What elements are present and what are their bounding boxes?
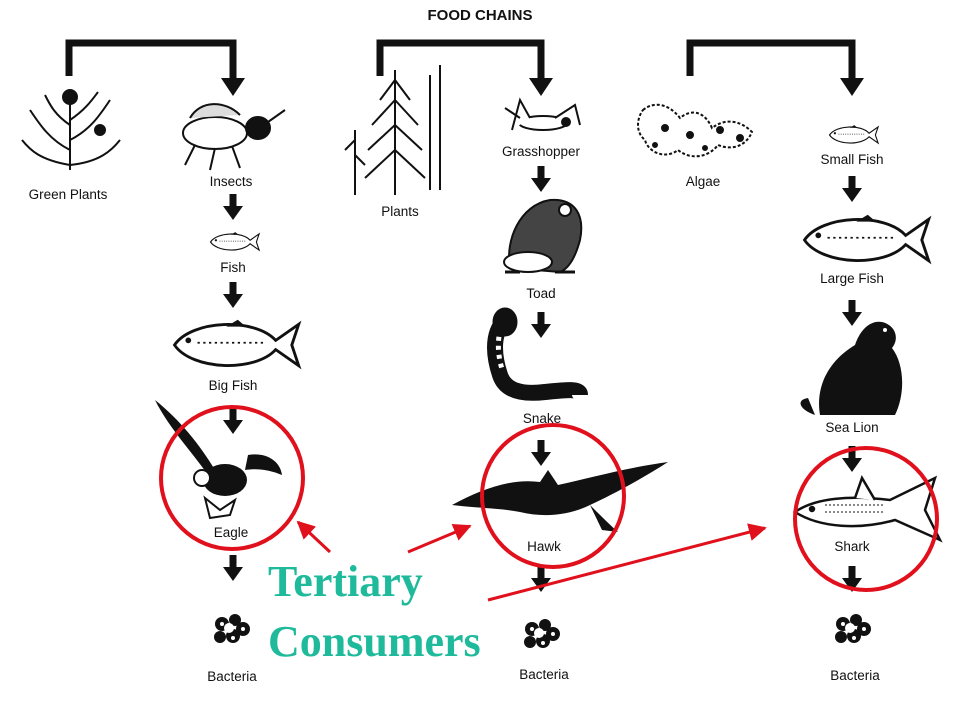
eagle-icon bbox=[155, 400, 282, 520]
consumer-label: Big Fish bbox=[209, 378, 258, 393]
consumer-label: Hawk bbox=[527, 539, 561, 554]
arrow-to-hawk bbox=[407, 523, 472, 554]
top-brackets bbox=[65, 39, 856, 80]
decomposer-label: Bacteria bbox=[519, 667, 569, 682]
plants-icon bbox=[344, 65, 441, 195]
chain-3: Algae Small Fish Large Fish Sea Lion Sha… bbox=[637, 103, 943, 683]
grasshopper-icon bbox=[504, 97, 581, 131]
arrow-to-shark bbox=[487, 523, 767, 602]
producer-label: Algae bbox=[686, 174, 721, 189]
tertiary-label: Tertiary bbox=[268, 557, 423, 606]
bacteria-icon bbox=[524, 619, 560, 648]
consumer-label: Toad bbox=[526, 286, 555, 301]
pointer-arrows bbox=[296, 520, 767, 602]
consumer-label: Insects bbox=[210, 174, 253, 189]
consumer-label: Sea Lion bbox=[825, 420, 878, 435]
snake-icon bbox=[487, 307, 588, 401]
producer-label: Plants bbox=[381, 204, 419, 219]
small-fish-icon bbox=[828, 124, 879, 144]
hawk-highlight-circle bbox=[480, 423, 626, 569]
chain-2: Plants Grasshopper Toad Snake bbox=[344, 65, 668, 682]
toad-icon bbox=[503, 198, 583, 274]
green-plants-icon bbox=[21, 89, 121, 170]
hawk-icon bbox=[452, 462, 668, 532]
consumer-label: Fish bbox=[220, 260, 246, 275]
consumer-label: Grasshopper bbox=[502, 144, 581, 159]
decomposer-label: Bacteria bbox=[830, 668, 880, 683]
bacteria-icon bbox=[835, 614, 871, 643]
decomposer-label: Bacteria bbox=[207, 669, 257, 684]
consumer-label: Shark bbox=[834, 539, 870, 554]
consumer-label: Large Fish bbox=[820, 271, 884, 286]
big-fish-icon bbox=[173, 318, 301, 368]
consumer-label: Small Fish bbox=[820, 152, 883, 167]
fish-icon bbox=[209, 231, 260, 251]
algae-icon bbox=[637, 103, 754, 158]
diagram-title: FOOD CHAINS bbox=[428, 7, 533, 24]
shark-icon bbox=[792, 475, 943, 543]
sea-lion-icon bbox=[800, 321, 903, 415]
large-fish-icon bbox=[803, 213, 931, 263]
arrow-to-eagle bbox=[296, 520, 332, 554]
consumer-label: Eagle bbox=[214, 525, 249, 540]
tertiary-consumer-highlights bbox=[159, 405, 939, 592]
insect-icon bbox=[182, 103, 286, 171]
bacteria-icon bbox=[214, 614, 250, 643]
eagle-highlight-circle bbox=[159, 405, 305, 551]
bracket-arrowheads bbox=[221, 78, 864, 96]
consumers-label: Consumers bbox=[268, 617, 481, 666]
chain-1: Green Plants Insects Fish Big Fish Eagle… bbox=[21, 89, 301, 684]
consumer-label: Snake bbox=[523, 411, 561, 426]
shark-highlight-circle bbox=[793, 446, 939, 592]
producer-label: Green Plants bbox=[29, 187, 108, 202]
